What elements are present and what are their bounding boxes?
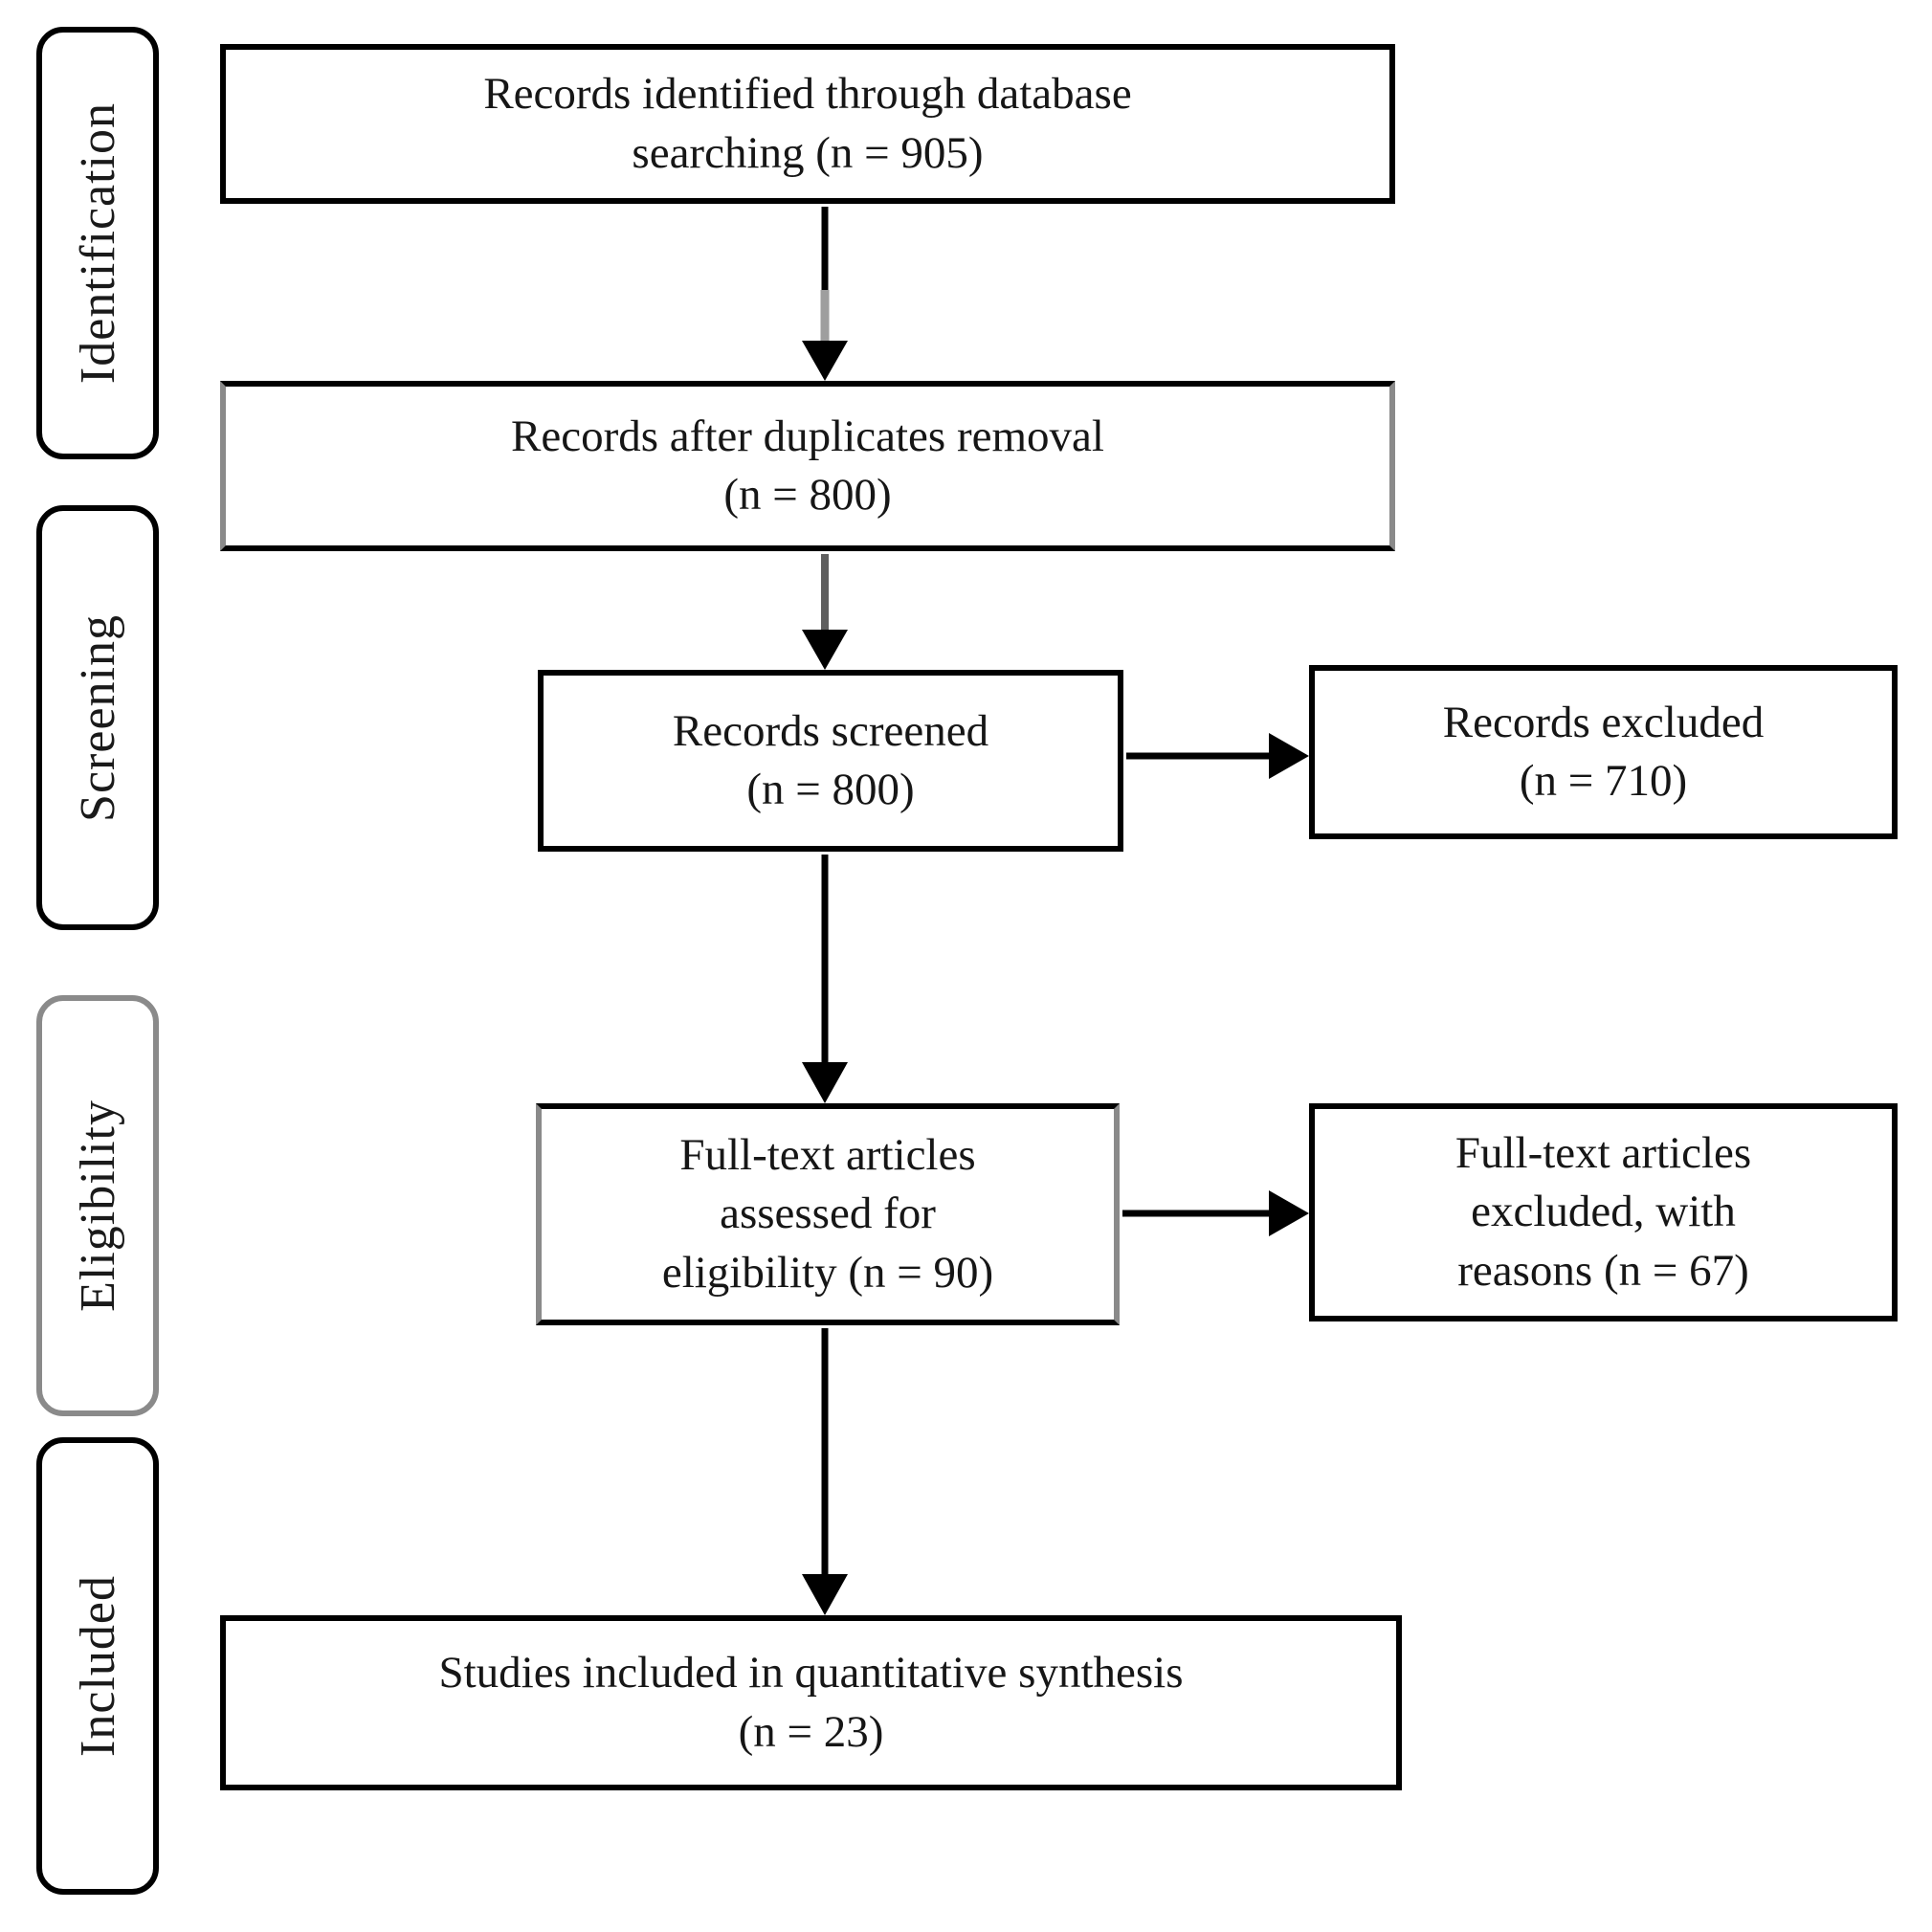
node-fulltext-assessed-text: Full-text articles assessed for eligibil… [662, 1126, 993, 1301]
stage-identification-label: Identification [70, 101, 125, 385]
arrowhead-fulltext-to-included [802, 1574, 848, 1615]
node-line: Full-text articles [679, 1130, 976, 1181]
node-records-excluded-text: Records excluded (n = 710) [1443, 694, 1764, 811]
arrowhead-screened-to-fulltext [802, 1062, 848, 1103]
stage-screening: Screening [36, 505, 159, 930]
arrowhead-deduplicated-to-screened [802, 630, 848, 670]
node-studies-included-text: Studies included in quantitative synthes… [438, 1644, 1183, 1761]
node-fulltext-assessed: Full-text articles assessed for eligibil… [536, 1103, 1120, 1325]
node-line: (n = 800) [746, 765, 915, 814]
node-line: Records after duplicates removal [511, 411, 1104, 461]
node-records-after-duplicates-text: Records after duplicates removal (n = 80… [511, 408, 1104, 524]
node-line: assessed for [720, 1188, 936, 1239]
node-line: searching (n = 905) [632, 127, 984, 178]
node-records-after-duplicates: Records after duplicates removal (n = 80… [220, 381, 1395, 551]
node-line: (n = 800) [723, 470, 892, 520]
node-records-screened: Records screened (n = 800) [538, 670, 1123, 852]
stage-identification: Identification [36, 27, 159, 459]
node-records-identified-text: Records identified through database sear… [483, 65, 1131, 182]
node-line: Records screened [672, 705, 989, 756]
node-records-excluded: Records excluded (n = 710) [1309, 665, 1898, 839]
arrowhead-screened-to-excluded [1269, 733, 1309, 779]
stage-screening-label: Screening [70, 613, 125, 822]
node-line: Studies included in quantitative synthes… [438, 1648, 1184, 1699]
node-line: (n = 23) [738, 1706, 884, 1757]
node-line: Records identified through database [483, 69, 1132, 120]
stage-included: Included [36, 1437, 159, 1895]
node-line: eligibility (n = 90) [661, 1247, 994, 1298]
node-fulltext-excluded-text: Full-text articles excluded, with reason… [1455, 1124, 1751, 1299]
arrowhead-fulltext-to-fulltext-excluded [1269, 1190, 1309, 1236]
node-fulltext-excluded: Full-text articles excluded, with reason… [1309, 1103, 1898, 1321]
node-line: excluded, with [1471, 1187, 1736, 1237]
node-line: Records excluded [1442, 697, 1765, 747]
node-studies-included: Studies included in quantitative synthes… [220, 1615, 1402, 1790]
stage-eligibility-label: Eligibility [70, 1099, 125, 1312]
node-records-identified: Records identified through database sear… [220, 44, 1395, 204]
stage-included-label: Included [70, 1575, 125, 1757]
node-line: (n = 710) [1519, 756, 1688, 806]
node-line: Full-text articles [1455, 1128, 1752, 1179]
node-line: reasons (n = 67) [1457, 1245, 1749, 1296]
arrowhead-identified-to-deduplicated [802, 341, 848, 381]
node-records-screened-text: Records screened (n = 800) [673, 702, 988, 819]
stage-eligibility: Eligibility [36, 995, 159, 1416]
